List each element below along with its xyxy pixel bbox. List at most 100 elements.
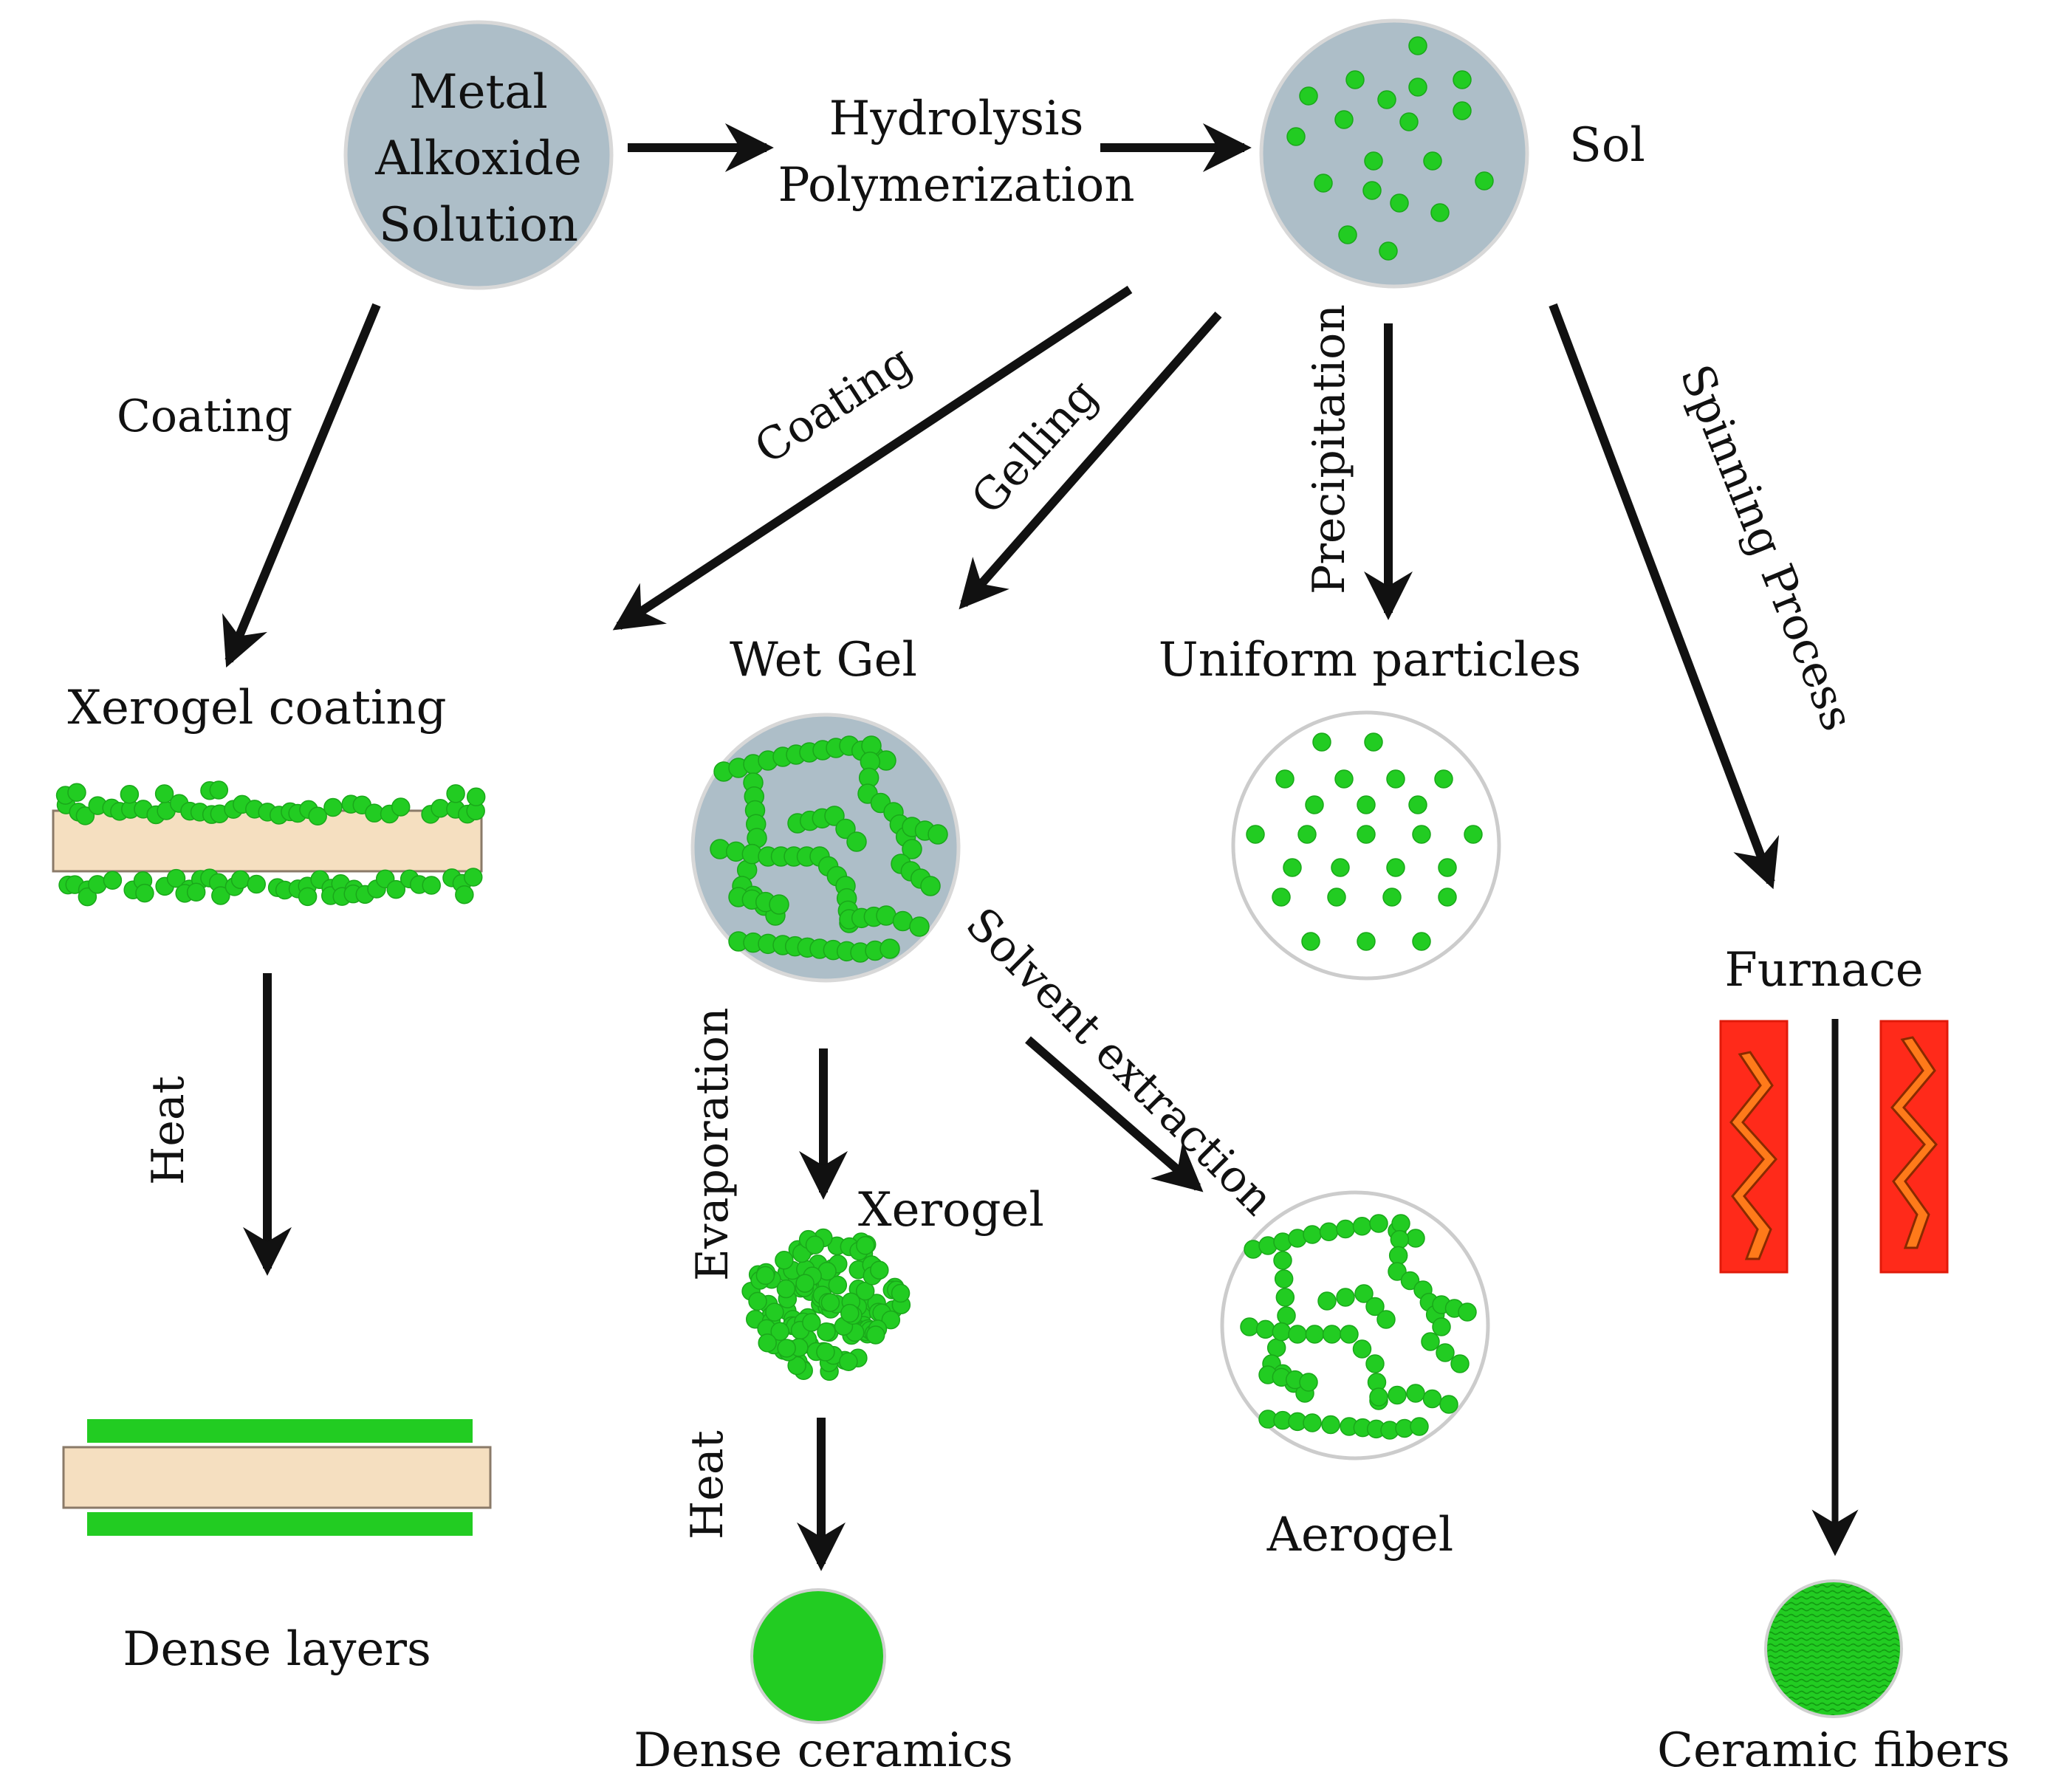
dense-layers-label: Dense layers bbox=[123, 1622, 431, 1677]
uniform-particle bbox=[1283, 858, 1302, 877]
heat-mid-label: Heat bbox=[682, 1430, 733, 1539]
coating-particle bbox=[211, 886, 230, 905]
sol-particle bbox=[1423, 151, 1442, 171]
xerogel-particle bbox=[805, 1235, 825, 1254]
sol-particle bbox=[1345, 70, 1365, 89]
coating-particle bbox=[75, 806, 95, 825]
aerogel-particle bbox=[1369, 1214, 1388, 1233]
uniform-particle bbox=[1412, 932, 1431, 951]
uniform-particle bbox=[1364, 732, 1383, 752]
coating-particle bbox=[186, 882, 206, 902]
coating-particle bbox=[455, 885, 474, 904]
aerogel-particle bbox=[1305, 1325, 1325, 1344]
arrow-alkoxide-to-xerogel-coating bbox=[222, 303, 381, 668]
coating-particle bbox=[67, 783, 86, 803]
ceramic-fiber-bundle bbox=[1764, 1579, 1903, 1718]
xerogel-particle bbox=[828, 1275, 848, 1295]
xerogel-particle bbox=[758, 1333, 777, 1353]
coating-particle bbox=[247, 874, 266, 894]
polymerization-label: Polymerization bbox=[778, 158, 1134, 213]
gel-particle bbox=[902, 839, 922, 859]
xerogel-coating-substrate bbox=[52, 780, 486, 907]
coating-particle bbox=[154, 784, 174, 803]
aerogel-particle bbox=[1303, 1413, 1322, 1432]
aerogel-particle bbox=[1274, 1269, 1294, 1288]
xerogel-particle bbox=[891, 1283, 911, 1303]
aerogel-particle bbox=[1317, 1291, 1337, 1311]
xerogel-particle bbox=[870, 1260, 889, 1280]
ceramic-fibers-label: Ceramic fibers bbox=[1657, 1723, 2010, 1778]
uniform-particle bbox=[1357, 932, 1376, 951]
aerogel-network bbox=[1240, 1214, 1477, 1440]
coating-particle bbox=[466, 787, 486, 807]
aerogel-particle bbox=[1388, 1246, 1408, 1266]
aerogel-particle bbox=[1340, 1325, 1359, 1344]
wet-gel-network bbox=[710, 735, 948, 963]
sol-particle bbox=[1377, 90, 1396, 109]
uniform-particle bbox=[1464, 825, 1483, 844]
xerogel-particle bbox=[765, 1302, 784, 1322]
coating-particle bbox=[446, 784, 465, 803]
aerogel-particle bbox=[1365, 1354, 1385, 1373]
aerogel-particle bbox=[1321, 1415, 1340, 1435]
aerogel-particle bbox=[1390, 1229, 1410, 1249]
flame-left-icon bbox=[1729, 1051, 1777, 1260]
sol-particle bbox=[1338, 225, 1357, 244]
uniform-particle bbox=[1331, 858, 1350, 877]
metal-alkoxide-line-3: Solution bbox=[379, 198, 578, 253]
coating-particle bbox=[230, 870, 250, 890]
gel-particle bbox=[928, 824, 948, 845]
sol-particle bbox=[1364, 151, 1383, 171]
aerogel-particle bbox=[1352, 1217, 1372, 1236]
uniform-particle bbox=[1297, 825, 1317, 844]
aerogel-particle bbox=[1450, 1354, 1470, 1373]
aerogel-particle bbox=[1336, 1219, 1355, 1239]
uniform-particle bbox=[1301, 932, 1320, 951]
xerogel-label: Xerogel bbox=[858, 1183, 1044, 1237]
xerogel-particle bbox=[795, 1274, 815, 1293]
xerogel-particle bbox=[817, 1322, 836, 1342]
aerogel-particle bbox=[1255, 1319, 1275, 1339]
aerogel-particle bbox=[1354, 1284, 1374, 1303]
coating-particle bbox=[463, 868, 483, 887]
xerogel-particle bbox=[881, 1310, 901, 1330]
aerogel-particle bbox=[1275, 1288, 1295, 1307]
sol-particles bbox=[1286, 36, 1494, 261]
aerogel-particle bbox=[1421, 1332, 1440, 1351]
sol-particle bbox=[1379, 241, 1398, 261]
aerogel-particle bbox=[1336, 1288, 1355, 1307]
uniform-particle bbox=[1272, 888, 1291, 907]
coating-particle bbox=[103, 871, 123, 890]
uniform-particle bbox=[1412, 825, 1431, 844]
gel-particle bbox=[824, 806, 845, 826]
uniform-particle bbox=[1408, 795, 1427, 814]
aerogel-particle bbox=[1303, 1225, 1322, 1244]
coating-particles bbox=[55, 780, 486, 907]
wet-gel-label: Wet Gel bbox=[730, 633, 917, 687]
arrows bbox=[222, 123, 1859, 1571]
aerogel-node bbox=[1220, 1190, 1490, 1460]
precipitation-label: Precipitation bbox=[1303, 304, 1355, 594]
aerogel-particle bbox=[1439, 1395, 1458, 1414]
uniform-particle bbox=[1386, 769, 1405, 789]
gel-particle bbox=[909, 916, 930, 937]
aerogel-particle bbox=[1436, 1343, 1455, 1362]
flame-right-icon bbox=[1890, 1036, 1938, 1249]
xerogel-particle bbox=[820, 1293, 840, 1312]
gel-particle bbox=[769, 894, 789, 915]
coating-particle bbox=[166, 868, 186, 888]
sol-particle bbox=[1286, 127, 1306, 146]
sol-particle bbox=[1475, 171, 1494, 190]
sol-particle bbox=[1299, 86, 1318, 106]
dense-ceramic-sphere bbox=[750, 1588, 886, 1724]
gel-particle bbox=[920, 876, 941, 896]
uniform-particle bbox=[1438, 888, 1457, 907]
hydrolysis-label: Hydrolysis bbox=[829, 92, 1084, 146]
uniform-particle bbox=[1357, 825, 1376, 844]
metal-alkoxide-line-1: Metal bbox=[409, 65, 548, 120]
sol-particle bbox=[1314, 174, 1333, 193]
arrow-sol-to-furnace bbox=[1549, 303, 1780, 890]
aerogel-particle bbox=[1391, 1214, 1410, 1233]
coating-mid-label: Coating bbox=[746, 335, 922, 474]
